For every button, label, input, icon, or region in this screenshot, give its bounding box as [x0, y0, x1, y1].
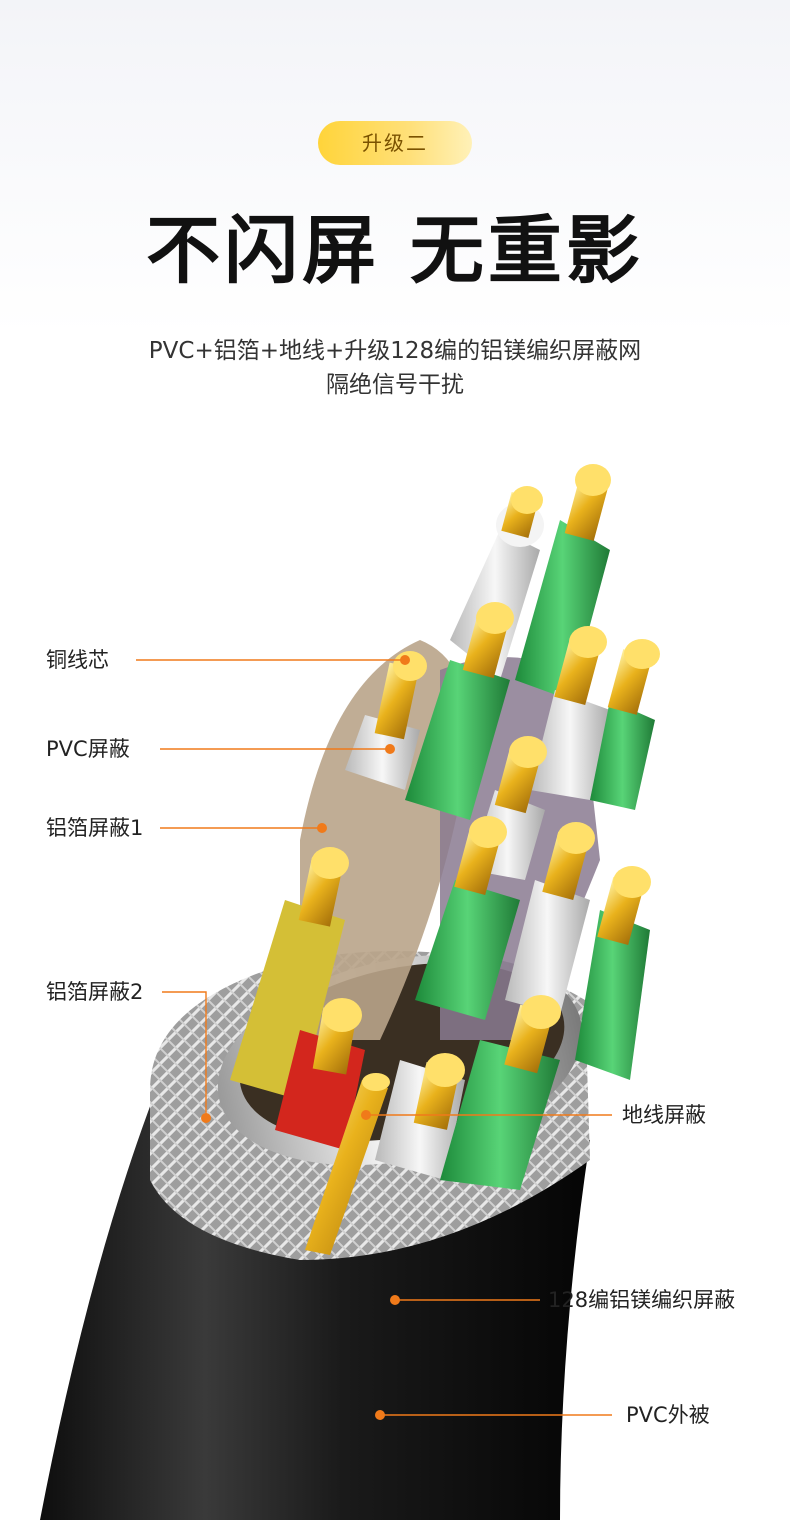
- subtitle-line-1: PVC+铝箔+地线+升级128编的铝镁编织屏蔽网: [148, 338, 642, 364]
- label-braid-shield: 128编铝镁编织屏蔽: [548, 1288, 736, 1312]
- conductor-green-center: [415, 816, 520, 1020]
- marker-ground-shield: [361, 1110, 371, 1120]
- conductor-yellow-left: [230, 847, 349, 1100]
- label-foil-shield-2: 铝箔屏蔽2: [46, 980, 144, 1004]
- conductor-white-right: [530, 626, 610, 800]
- conductor-green-mid-left: [405, 602, 514, 820]
- conductor-green-right-top: [590, 639, 660, 810]
- page-title: 不闪屏 无重影: [146, 208, 644, 294]
- subtitle-line-2: 隔绝信号干扰: [326, 372, 464, 398]
- marker-copper-core: [400, 655, 410, 665]
- label-foil-shield-1: 铝箔屏蔽1: [46, 816, 144, 840]
- conductor-green-top: [515, 464, 611, 700]
- leader-foil-shield-2: [162, 991, 207, 1118]
- label-pvc-jacket: PVC外被: [626, 1403, 710, 1427]
- conductor-white-left: [345, 651, 427, 790]
- marker-braid-shield: [390, 1295, 400, 1305]
- ground-wire: [305, 1073, 390, 1255]
- cable-cross-section-illustration: [40, 464, 660, 1520]
- marker-foil-shield-1: [317, 823, 327, 833]
- conductor-red: [275, 998, 365, 1150]
- conductor-green-right: [575, 866, 651, 1080]
- marker-pvc-jacket: [375, 1410, 385, 1420]
- label-copper-core: 铜线芯: [46, 648, 109, 672]
- marker-foil-shield-2: [201, 1113, 211, 1123]
- conductor-white-bottom: [375, 1053, 465, 1180]
- marker-pvc-shield: [385, 744, 395, 754]
- conductor-white-center-right: [505, 822, 595, 1015]
- label-ground-shield: 地线屏蔽: [622, 1103, 706, 1127]
- upgrade-badge: 升级二: [318, 121, 472, 165]
- label-pvc-shield: PVC屏蔽: [46, 737, 130, 761]
